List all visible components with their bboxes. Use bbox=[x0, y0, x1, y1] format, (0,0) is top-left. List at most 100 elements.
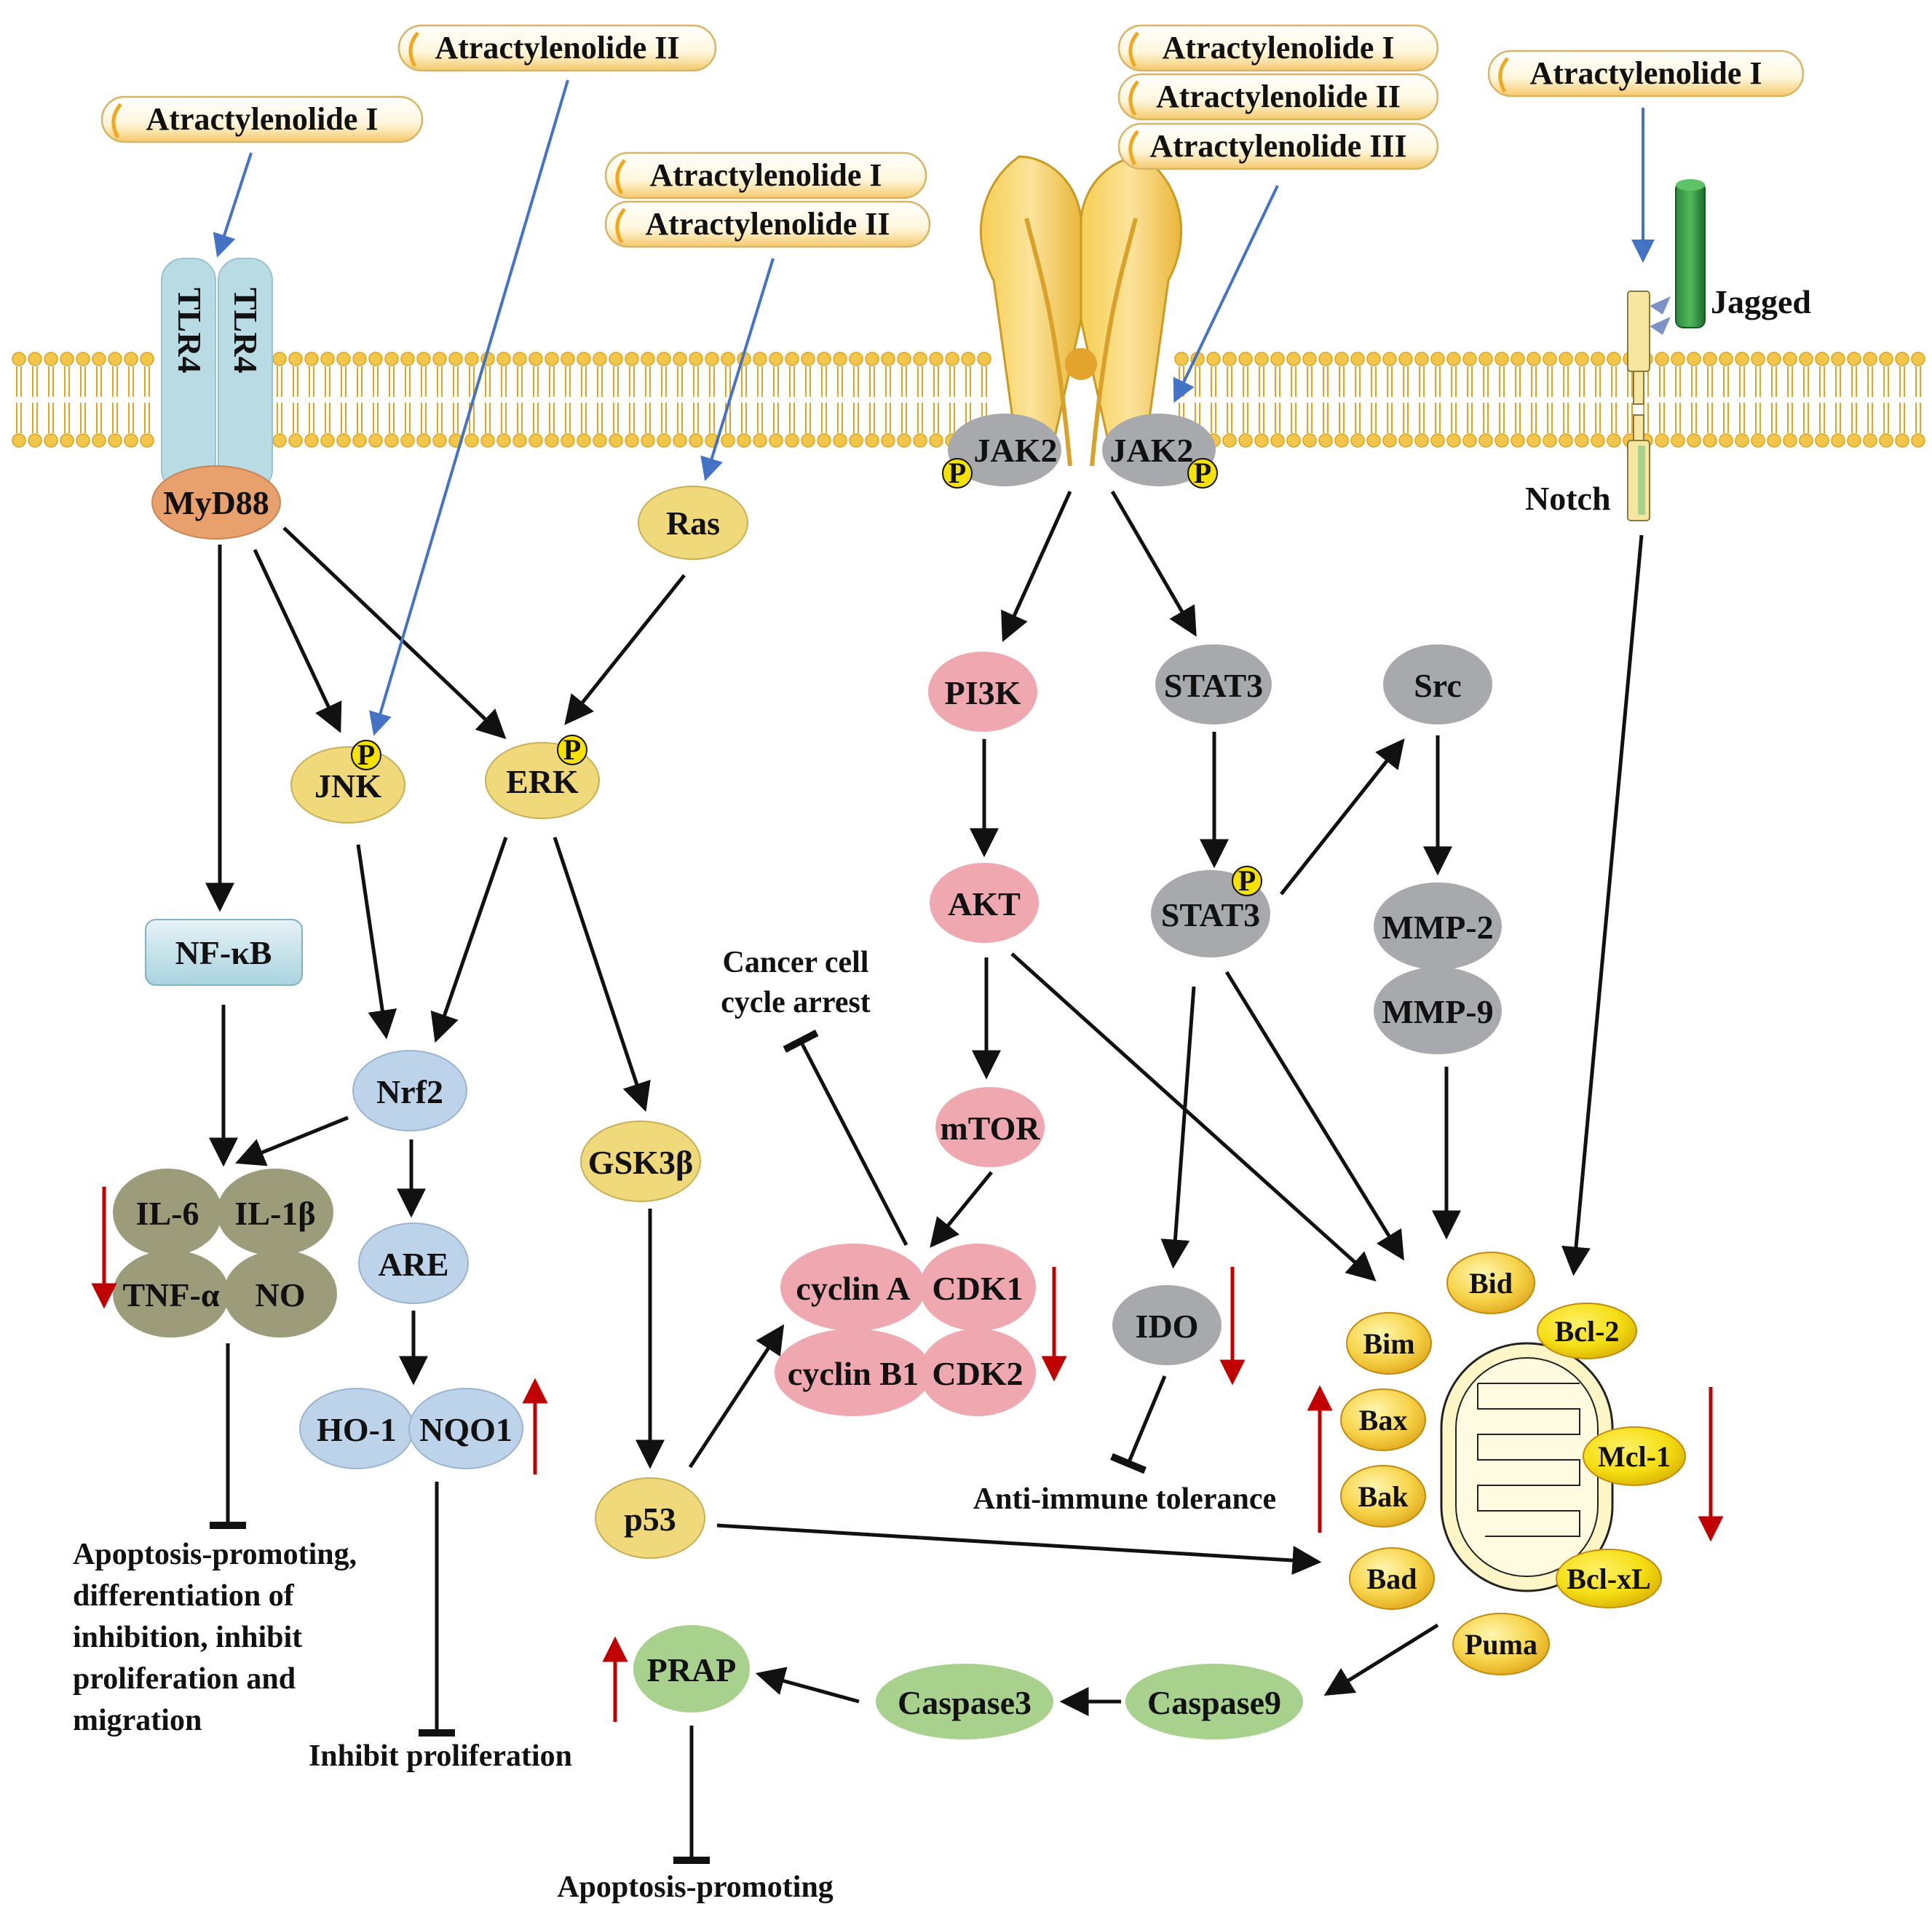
node-pi3k: PI3K bbox=[928, 652, 1037, 732]
svg-text:IL-1β: IL-1β bbox=[234, 1195, 315, 1232]
drug-label: Atractylenolide I bbox=[1530, 55, 1762, 91]
node-gsk3b: GSK3β bbox=[580, 1121, 701, 1202]
nfkb-outcome-line-2: differentiation of bbox=[73, 1579, 295, 1613]
svg-text:MMP-2: MMP-2 bbox=[1382, 909, 1493, 946]
cycle-arrest-line-1: Cancer cell bbox=[723, 946, 869, 979]
cycle-arrest-line-2: cycle arrest bbox=[721, 986, 871, 1019]
svg-text:JAK2: JAK2 bbox=[1110, 432, 1194, 469]
svg-text:Bcl-xL: Bcl-xL bbox=[1567, 1563, 1651, 1595]
phospho-mark: P bbox=[557, 733, 587, 766]
node-bcl2: Bcl-2 bbox=[1537, 1303, 1637, 1359]
node-bid: Bid bbox=[1446, 1252, 1535, 1314]
node-mmp2: MMP-2 bbox=[1374, 882, 1502, 970]
svg-text:NQO1: NQO1 bbox=[419, 1411, 512, 1448]
svg-text:Caspase9: Caspase9 bbox=[1147, 1684, 1281, 1721]
svg-text:STAT3: STAT3 bbox=[1164, 667, 1263, 704]
mitochondrion bbox=[1440, 1342, 1614, 1592]
svg-text:P: P bbox=[563, 733, 581, 766]
drug-label: Atractylenolide III bbox=[1149, 128, 1406, 164]
tlr4-left-label: TLR4 bbox=[171, 288, 208, 374]
node-mtor: mTOR bbox=[935, 1087, 1045, 1167]
node-nrf2: Nrf2 bbox=[352, 1050, 467, 1131]
svg-text:Bad: Bad bbox=[1367, 1563, 1417, 1595]
phospho-mark: P bbox=[1232, 864, 1262, 897]
node-bak: Bak bbox=[1340, 1465, 1426, 1528]
nfkb-outcome-line-1: Apoptosis-promoting, bbox=[73, 1538, 357, 1571]
svg-text:P: P bbox=[1194, 457, 1211, 489]
drug-capsule-notch-drug: Atractylenolide I bbox=[1487, 50, 1805, 98]
node-mmp9: MMP-9 bbox=[1374, 967, 1502, 1054]
svg-text:Bax: Bax bbox=[1359, 1404, 1408, 1437]
svg-text:STAT3: STAT3 bbox=[1161, 896, 1260, 933]
svg-text:MyD88: MyD88 bbox=[163, 484, 269, 521]
node-jak2-right: JAK2 bbox=[1102, 414, 1216, 486]
node-il1b: IL-1β bbox=[217, 1169, 333, 1256]
drug-capsule-ras-drug-2: Atractylenolide II bbox=[604, 200, 931, 248]
anti-immune-tolerance: Anti-immune tolerance bbox=[973, 1482, 1276, 1516]
drug-label: Atractylenolide II bbox=[1156, 79, 1401, 114]
node-akt: AKT bbox=[930, 863, 1039, 943]
svg-text:CDK2: CDK2 bbox=[932, 1355, 1023, 1392]
svg-text:NO: NO bbox=[256, 1276, 306, 1313]
node-cdk2: CDK2 bbox=[919, 1329, 1036, 1416]
phospho-mark: P bbox=[1187, 457, 1218, 489]
svg-text:Caspase3: Caspase3 bbox=[898, 1684, 1032, 1721]
node-nfkb: NF-κB bbox=[145, 919, 303, 986]
nfkb-outcome-line-3: inhibition, inhibit bbox=[73, 1621, 302, 1654]
node-p53: p53 bbox=[595, 1477, 705, 1559]
svg-text:JNK: JNK bbox=[314, 767, 381, 805]
node-puma: Puma bbox=[1452, 1613, 1550, 1675]
svg-text:Bak: Bak bbox=[1358, 1480, 1409, 1513]
phospho-mark: P bbox=[351, 738, 381, 771]
svg-text:Puma: Puma bbox=[1465, 1628, 1537, 1661]
svg-text:mTOR: mTOR bbox=[940, 1110, 1040, 1147]
node-bad: Bad bbox=[1349, 1547, 1435, 1610]
svg-text:PRAP: PRAP bbox=[647, 1651, 737, 1688]
svg-text:Bid: Bid bbox=[1469, 1267, 1513, 1300]
svg-text:ARE: ARE bbox=[378, 1246, 448, 1283]
svg-text:GSK3β: GSK3β bbox=[588, 1144, 693, 1181]
notch-receptor bbox=[1627, 291, 1671, 521]
node-cdk1: CDK1 bbox=[919, 1244, 1036, 1331]
svg-text:Nrf2: Nrf2 bbox=[376, 1073, 443, 1110]
node-stat3: STAT3 bbox=[1155, 644, 1272, 724]
node-il6: IL-6 bbox=[113, 1169, 222, 1256]
jagged-label: Jagged bbox=[1711, 283, 1811, 320]
phospho-mark: P bbox=[942, 457, 973, 489]
jak2-receptor bbox=[979, 155, 1183, 467]
cell-membrane bbox=[12, 352, 1925, 448]
nfkb-outcome-line-5: migration bbox=[73, 1704, 202, 1737]
svg-text:ERK: ERK bbox=[506, 763, 579, 800]
node-cyclin-a: cyclin A bbox=[780, 1244, 926, 1331]
svg-text:p53: p53 bbox=[624, 1501, 676, 1538]
tlr4-receptor: TLR4 TLR4 bbox=[161, 258, 273, 492]
node-src: Src bbox=[1383, 644, 1492, 724]
svg-text:Src: Src bbox=[1414, 667, 1462, 704]
node-mcl1: Mcl-1 bbox=[1583, 1426, 1686, 1486]
node-caspase3: Caspase3 bbox=[876, 1664, 1053, 1739]
node-nqo1: NQO1 bbox=[408, 1388, 523, 1469]
node-are: ARE bbox=[358, 1222, 469, 1304]
drug-label: Atractylenolide II bbox=[645, 206, 890, 242]
svg-text:P: P bbox=[949, 457, 966, 489]
node-bclxl: Bcl-xL bbox=[1556, 1549, 1662, 1608]
svg-text:IDO: IDO bbox=[1136, 1308, 1199, 1345]
drug-capsule-tlr-drug: Atractylenolide I bbox=[100, 95, 424, 143]
jagged-ligand bbox=[1675, 179, 1706, 328]
svg-text:PI3K: PI3K bbox=[945, 674, 1021, 711]
svg-text:Mcl-1: Mcl-1 bbox=[1598, 1440, 1671, 1473]
svg-text:CDK1: CDK1 bbox=[932, 1270, 1023, 1307]
node-myd88: MyD88 bbox=[151, 465, 281, 540]
pathway-arrows bbox=[91, 79, 1724, 1864]
drug-label: Atractylenolide I bbox=[650, 157, 882, 193]
drug-capsule-jak-drug-1: Atractylenolide I bbox=[1117, 24, 1439, 72]
node-bim: Bim bbox=[1346, 1312, 1432, 1375]
svg-text:Ras: Ras bbox=[666, 505, 720, 542]
svg-text:AKT: AKT bbox=[948, 885, 1021, 923]
svg-text:Bim: Bim bbox=[1363, 1327, 1414, 1360]
node-ido: IDO bbox=[1112, 1285, 1222, 1365]
node-ras: Ras bbox=[638, 486, 748, 560]
svg-text:JAK2: JAK2 bbox=[974, 432, 1058, 469]
node-no: NO bbox=[223, 1250, 337, 1338]
